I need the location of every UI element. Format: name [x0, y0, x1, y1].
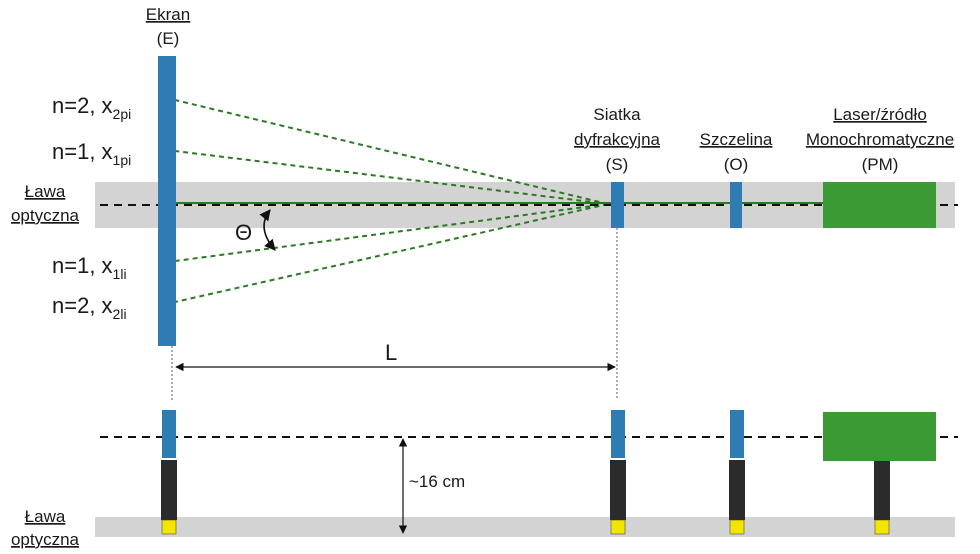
screen-E-side	[162, 410, 176, 458]
laser-label-line1: Laser/źródło	[833, 105, 927, 124]
post-grating	[610, 460, 626, 520]
foot-screen	[161, 519, 177, 535]
ray-order-1-lower	[174, 203, 609, 262]
grating-S-top	[611, 182, 624, 228]
laser-PM-side	[823, 412, 936, 461]
bench-label-top-line1: Ława	[25, 182, 66, 201]
order-label-n1-lower: n=1, x1li	[52, 253, 127, 282]
laser-label-line2: Monochromatyczne	[806, 130, 954, 149]
ray-order-2-lower	[174, 203, 609, 303]
post-screen	[161, 460, 177, 520]
ray-order-2-upper	[174, 99, 609, 205]
slit-O-side	[730, 410, 744, 458]
post-laser	[874, 461, 890, 520]
laser-label-line3: (PM)	[862, 155, 899, 174]
foot-grating	[610, 519, 626, 535]
bench-label-top-line2: optyczna	[11, 206, 80, 225]
optical-bench-side	[95, 517, 955, 537]
grating-label-line2: dyfrakcyjna	[574, 130, 661, 149]
grating-label-line1: Siatka	[593, 105, 641, 124]
slit-O-top	[730, 182, 742, 228]
foot-slit	[729, 519, 745, 535]
screen-label-line1: Ekran	[146, 5, 190, 24]
order-label-n1-upper: n=1, x1pi	[52, 139, 131, 168]
ray-order-1-upper	[174, 150, 609, 205]
order-label-n2-lower: n=2, x2li	[52, 293, 127, 322]
grating-label-line3: (S)	[606, 155, 629, 174]
slit-label-line2: (O)	[724, 155, 749, 174]
order-label-n2-upper: n=2, x2pi	[52, 93, 131, 122]
diffraction-rays	[174, 99, 609, 303]
post-slit	[729, 460, 745, 520]
height-label: ~16 cm	[409, 472, 465, 491]
screen-label-line2: (E)	[157, 29, 180, 48]
screen-E	[158, 56, 176, 346]
theta-label: Θ	[235, 220, 252, 245]
bench-label-bottom-line2: optyczna	[11, 530, 80, 549]
distance-L-label: L	[385, 340, 397, 365]
grating-S-side	[611, 410, 625, 458]
laser-PM-top	[823, 182, 936, 228]
bench-label-bottom-line1: Ława	[25, 507, 66, 526]
slit-label-line1: Szczelina	[700, 130, 773, 149]
foot-laser	[874, 519, 890, 535]
theta-arc	[259, 209, 276, 251]
